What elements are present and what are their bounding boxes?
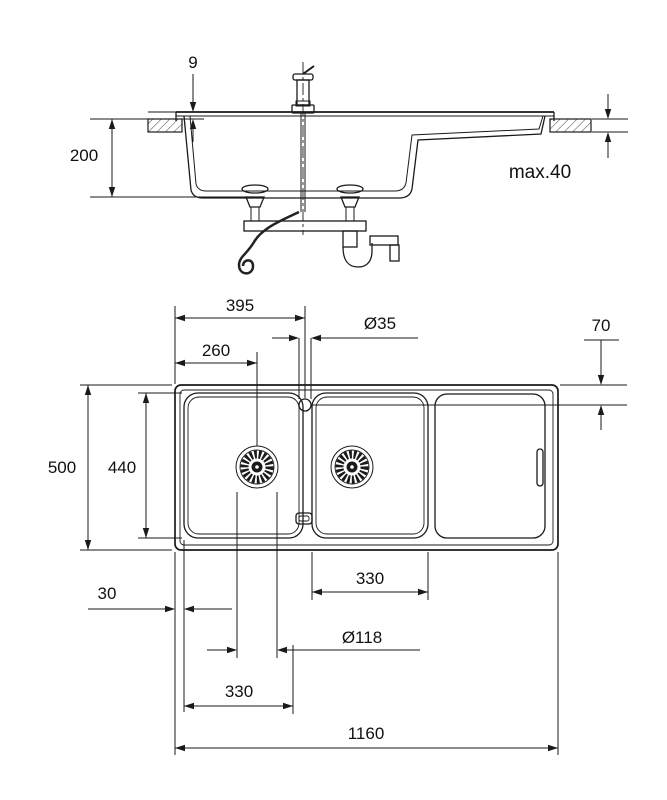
dim-faucet-from-rear-label: 70 — [592, 316, 611, 335]
outlet-elbow — [389, 244, 400, 262]
waste-assembly — [237, 184, 400, 275]
sink-rim-inner-line — [179, 389, 554, 546]
dim-bowl-depth-label: 440 — [108, 458, 136, 477]
faucet-lever — [302, 65, 315, 75]
dim-rim-height-label: 9 — [188, 53, 197, 72]
faucet-section — [291, 62, 315, 235]
drainboard — [434, 393, 546, 539]
plan-view: 395 Ø35 70 — [48, 296, 627, 755]
right-bowl — [311, 392, 429, 539]
dim-left-bowl-width: 330 — [184, 645, 294, 714]
strainer-left-icon — [241, 184, 269, 194]
dim-bowl-depth: 440 — [108, 392, 182, 539]
drain-right-icon — [330, 445, 374, 489]
cross-section-view: 9 200 max.40 — [70, 53, 628, 275]
dim-counter-thickness: max.40 — [509, 94, 628, 183]
overflow-hole — [295, 512, 313, 525]
drainboard-channel — [536, 448, 544, 487]
faucet-hole — [298, 398, 312, 412]
trap-bend — [342, 243, 373, 268]
strainer-right-icon — [336, 184, 364, 194]
dim-total-width-label: 1160 — [348, 724, 385, 743]
counter-left-section — [147, 118, 183, 133]
overflow-hose — [237, 210, 300, 275]
faucet-base — [291, 104, 315, 114]
dim-drain-from-left: 260 — [175, 341, 258, 446]
dim-rim-width: 30 — [88, 540, 232, 712]
dim-drain-diameter-label: Ø118 — [342, 628, 382, 647]
dim-faucet-hole-diameter-label: Ø35 — [364, 314, 396, 333]
left-bowl — [183, 392, 304, 539]
dim-install-depth-label: 200 — [70, 146, 98, 165]
waste-tee — [342, 230, 358, 248]
dim-rim-height: 9 — [148, 53, 204, 142]
dim-install-depth: 200 — [70, 118, 246, 198]
counter-right-section — [549, 118, 592, 133]
faucet-collar — [295, 100, 311, 107]
dim-faucet-hole-diameter: Ø35 — [272, 314, 418, 399]
basin-profile — [183, 115, 546, 199]
dim-faucet-from-left: 395 — [174, 296, 306, 398]
dim-right-bowl-width-label: 330 — [356, 569, 384, 588]
dim-counter-thickness-label: max.40 — [509, 162, 571, 183]
dim-right-bowl-width: 330 — [311, 552, 429, 600]
waste-pipe — [243, 220, 367, 232]
dim-total-width: 1160 — [174, 552, 559, 755]
dim-total-depth-label: 500 — [48, 458, 76, 477]
dim-faucet-from-rear: 70 — [311, 316, 627, 430]
dim-drain-diameter: Ø118 — [207, 492, 420, 658]
drain-left-icon — [235, 445, 279, 489]
dim-faucet-from-left-label: 395 — [226, 296, 254, 315]
dim-rim-width-label: 30 — [98, 584, 117, 603]
dim-left-bowl-width-label: 330 — [225, 682, 253, 701]
dim-total-depth: 500 — [48, 384, 172, 551]
outlet-pipe — [369, 235, 399, 246]
sink-outline — [174, 384, 559, 551]
sink-rim-section — [175, 111, 555, 121]
dim-drain-from-left-label: 260 — [202, 341, 230, 360]
